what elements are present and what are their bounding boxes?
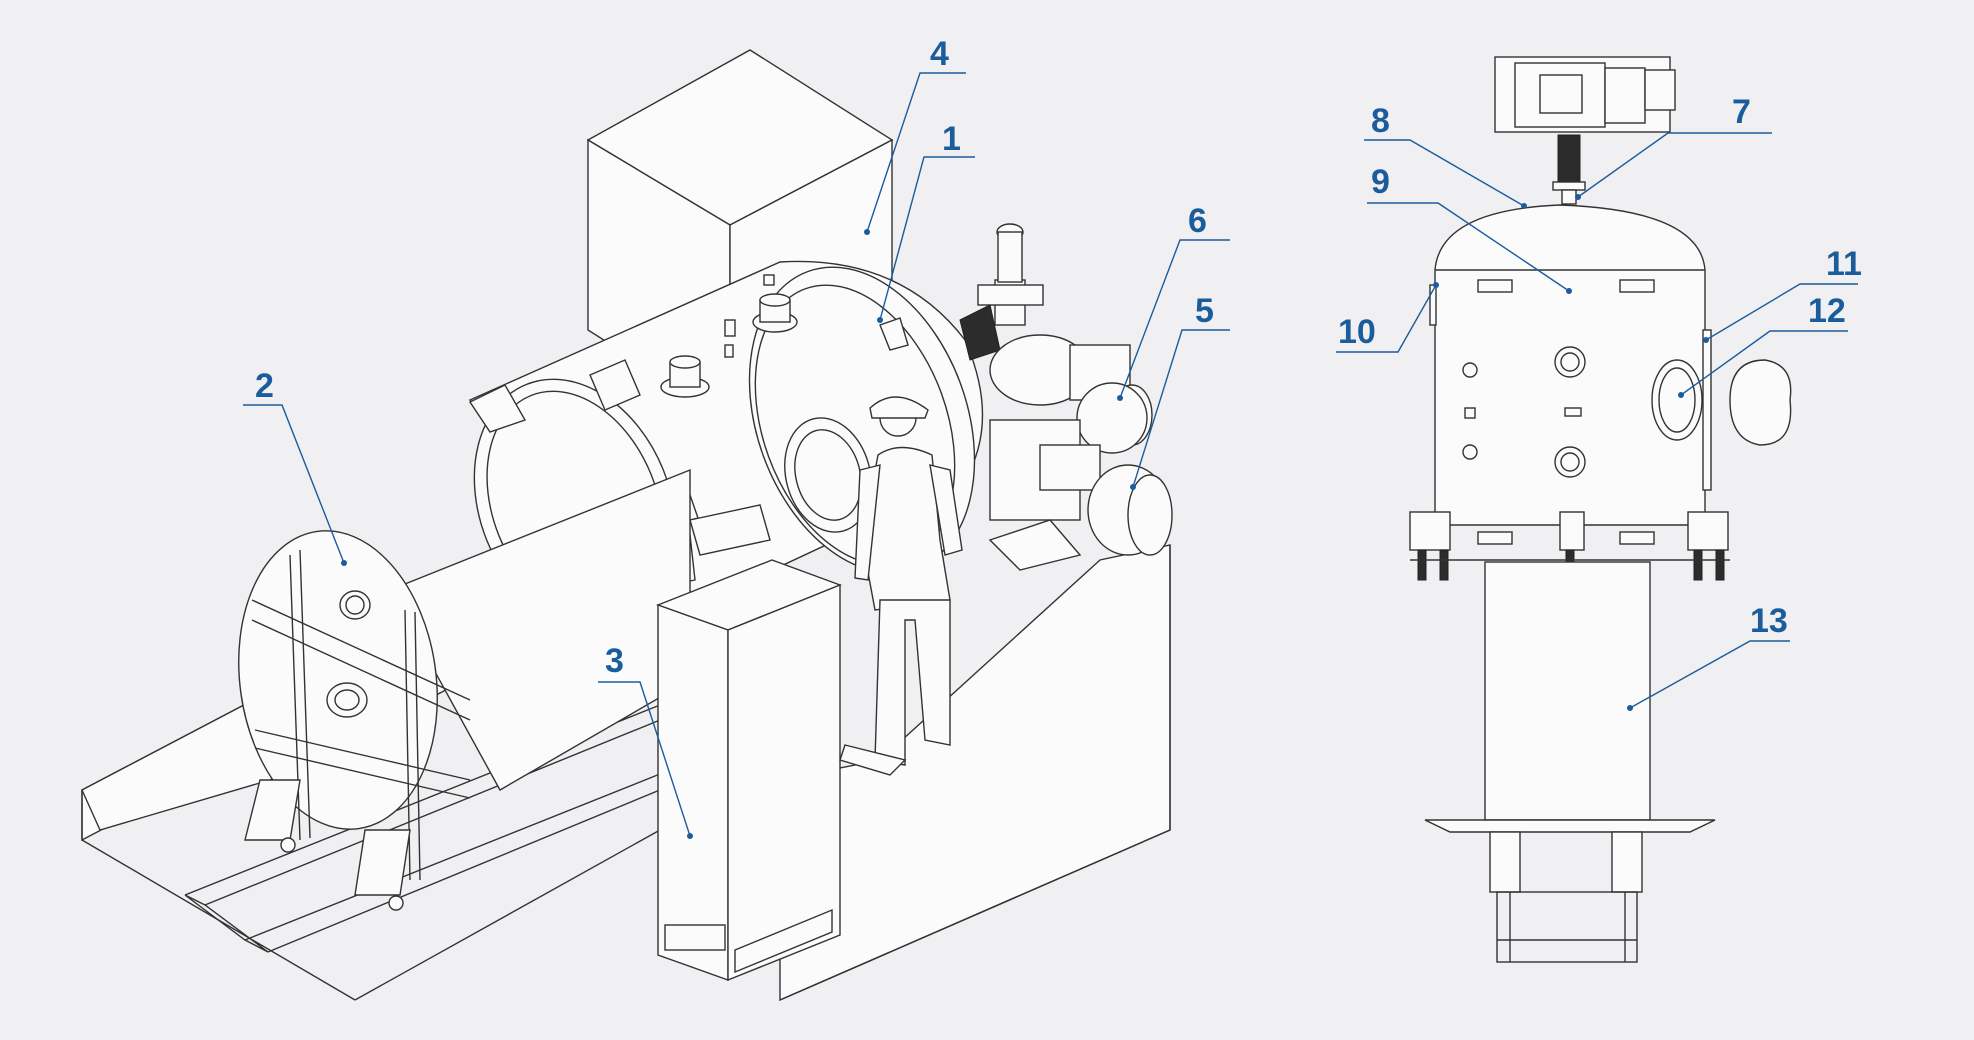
callout-5-label: 5 xyxy=(1195,292,1214,330)
operator-figure xyxy=(839,396,963,776)
callout-5: 5 xyxy=(1130,292,1230,490)
callout-12: 12 xyxy=(1678,292,1848,398)
chamber-stand xyxy=(1424,561,1716,963)
isometric-view xyxy=(81,49,1173,1002)
callout-13-label: 13 xyxy=(1750,602,1788,640)
callout-6-label: 6 xyxy=(1188,202,1207,240)
callout-2-label: 2 xyxy=(255,367,274,405)
callout-9-label: 9 xyxy=(1371,163,1390,201)
callout-11: 11 xyxy=(1703,245,1862,343)
front-elevation xyxy=(1409,56,1792,963)
callout-1-label: 1 xyxy=(942,120,961,158)
callout-4-label: 4 xyxy=(930,35,949,73)
callout-6: 6 xyxy=(1117,202,1230,401)
callout-7: 7 xyxy=(1575,93,1772,200)
callout-3: 3 xyxy=(598,642,693,839)
front-chamber xyxy=(1429,204,1792,545)
control-cabinet xyxy=(656,559,842,982)
chamber-door xyxy=(238,468,691,911)
callout-8: 8 xyxy=(1364,102,1527,209)
callout-4: 4 xyxy=(864,35,966,235)
callout-12-label: 12 xyxy=(1808,292,1846,330)
callout-10-label: 10 xyxy=(1338,313,1376,351)
callout-1: 1 xyxy=(877,120,975,323)
callout-11-label: 11 xyxy=(1826,245,1862,283)
callout-8-label: 8 xyxy=(1371,102,1390,140)
callout-7-label: 7 xyxy=(1732,93,1751,131)
callout-13: 13 xyxy=(1627,602,1790,711)
chamber-clamps xyxy=(1409,511,1730,581)
callout-3-label: 3 xyxy=(605,642,624,680)
callout-2: 2 xyxy=(243,367,347,566)
callouts: 1 2 3 4 5 6 7 xyxy=(243,35,1862,839)
callout-10: 10 xyxy=(1336,282,1439,353)
callout-9: 9 xyxy=(1367,163,1572,294)
top-pump xyxy=(1494,56,1676,205)
pump-assembly xyxy=(959,223,1173,571)
